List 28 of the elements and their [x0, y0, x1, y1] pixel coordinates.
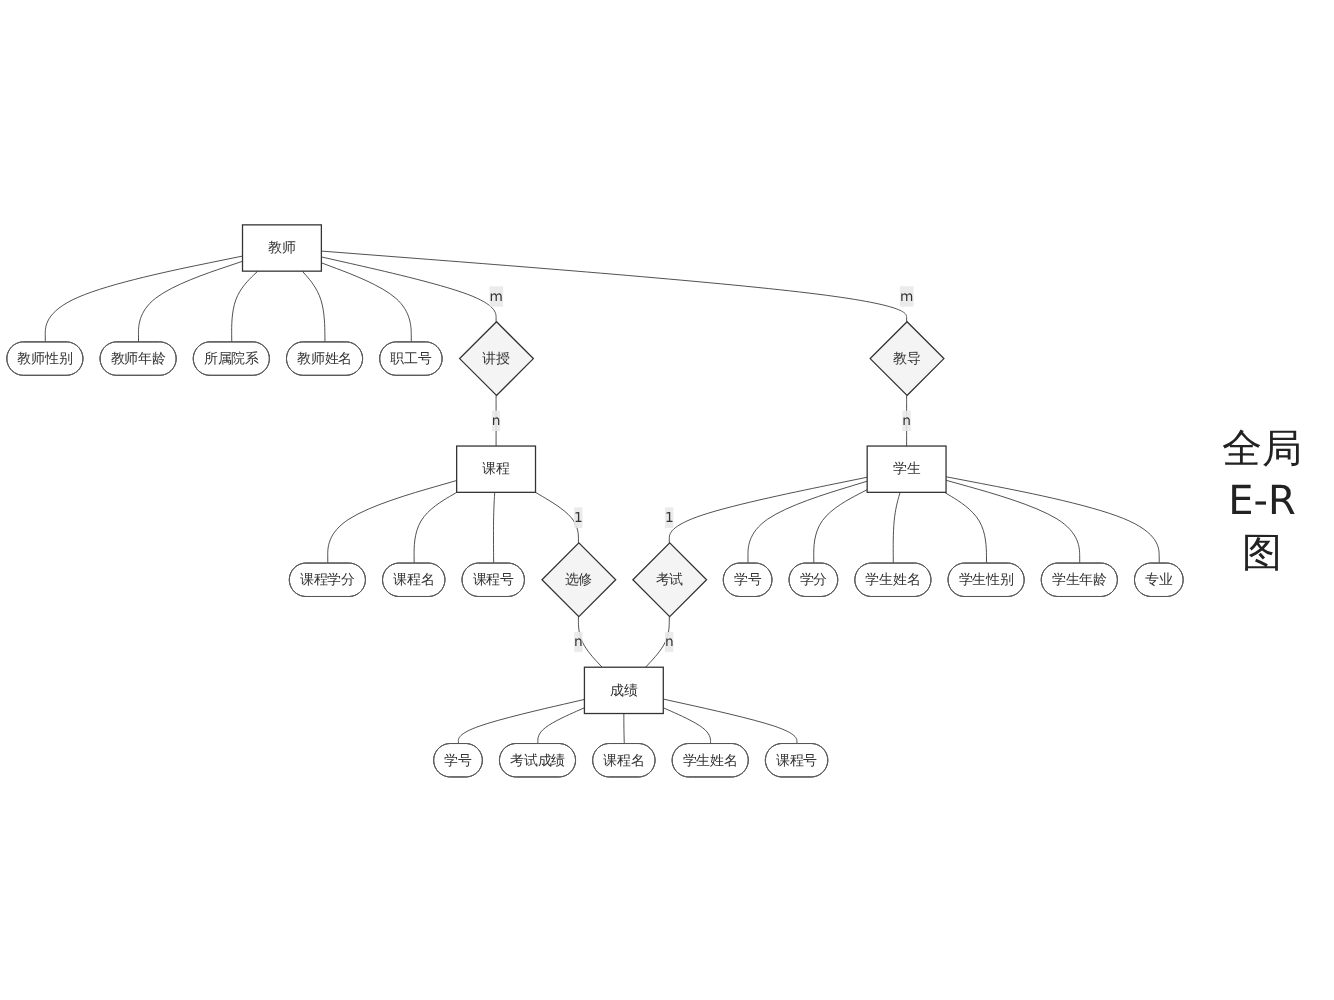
- connector: [301, 269, 326, 342]
- connector: [493, 491, 496, 563]
- connector: [413, 491, 458, 563]
- connector: [747, 479, 868, 563]
- connector: [578, 615, 603, 667]
- connector: [906, 394, 908, 446]
- connector: [320, 261, 412, 342]
- connector: [813, 488, 868, 563]
- connector: [537, 706, 585, 744]
- connector: [231, 269, 259, 342]
- connector: [495, 394, 497, 446]
- connector: [645, 615, 670, 667]
- connector: [138, 259, 243, 342]
- connector: [457, 698, 585, 744]
- connector: [662, 697, 798, 744]
- connector: [668, 475, 868, 543]
- connector: [945, 475, 1160, 563]
- connector: [327, 479, 458, 563]
- connector: [320, 255, 497, 322]
- connector: [44, 254, 243, 342]
- connector: [892, 491, 901, 563]
- connector: [662, 706, 712, 744]
- diagram-title: 全局 E-R 图: [1220, 422, 1304, 578]
- connector: [944, 491, 987, 563]
- connector: [945, 478, 1081, 563]
- connector: [623, 712, 625, 744]
- connector: [320, 249, 908, 322]
- connector: [535, 491, 579, 543]
